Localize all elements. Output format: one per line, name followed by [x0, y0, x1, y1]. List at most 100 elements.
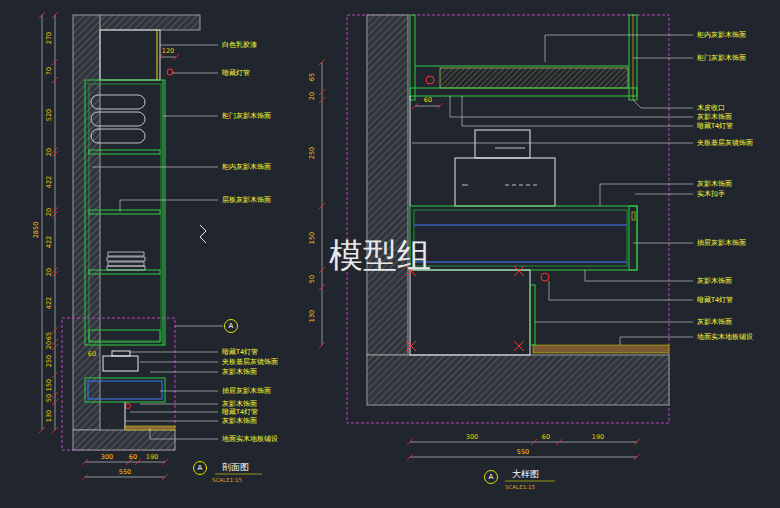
material-callout: 暗藏T4灯管: [222, 409, 258, 416]
dimension-value: 60: [542, 434, 550, 441]
dimension-value: 150: [309, 232, 316, 244]
dimension-value: 20: [46, 208, 53, 216]
leader-line: [633, 58, 693, 59]
dimension-line: [415, 106, 440, 107]
leader-line: [545, 35, 693, 62]
leader-line: [130, 352, 218, 353]
lower-frame: [410, 270, 530, 355]
material-callout: 灰影木饰面: [222, 369, 257, 376]
material-callout: 木皮收口: [697, 105, 725, 112]
leader-line: [635, 194, 693, 195]
title-underline: [505, 481, 555, 482]
dimension-value: 550: [119, 469, 131, 476]
ceiling-box: [100, 30, 160, 80]
dimension-tick: [39, 12, 179, 480]
floor-hatch: [73, 430, 175, 450]
title-underline: [215, 474, 262, 475]
appliance-detail: [462, 148, 537, 185]
drawer-line: [414, 225, 627, 262]
dimension-line: [85, 477, 165, 478]
dimension-value: 2850: [33, 222, 40, 239]
leader-line: [150, 428, 218, 439]
leader-line: [172, 73, 218, 74]
dimension-line: [410, 457, 637, 458]
shelf: [89, 330, 160, 342]
dimension-value: 190: [146, 454, 158, 461]
dimension-value: 65: [46, 332, 53, 340]
material-callout: 白色乳胶漆: [222, 42, 257, 49]
dimension-value: 60: [88, 351, 96, 358]
dimension-value: 120: [162, 48, 174, 55]
leader-line: [140, 404, 218, 405]
wall-hatch: [73, 15, 100, 430]
view-title: 剖面图: [222, 463, 249, 472]
appliance: [455, 158, 555, 206]
dimension-value: 190: [592, 434, 604, 441]
material-callout: 地面实木地板铺设: [222, 436, 278, 443]
shelf: [89, 210, 160, 214]
dimension-value: 550: [517, 449, 529, 456]
towel-stack: [107, 252, 145, 270]
material-callout: 灰影木饰面: [697, 278, 732, 285]
lamp-symbol: [167, 69, 173, 75]
leader-line: [549, 281, 693, 300]
view-title: 大样图: [512, 470, 539, 479]
mirror-back: [410, 96, 411, 206]
material-callout: 柜内灰影木饰面: [222, 164, 271, 171]
handle: [632, 212, 635, 220]
detail-boundary: [62, 318, 175, 450]
dimension-value: 20: [309, 92, 316, 100]
leader-line: [462, 96, 693, 126]
dimension-value: 422: [46, 176, 53, 188]
leader-line: [160, 45, 218, 46]
cabinet-bottom: [410, 88, 637, 96]
dimension-value: 130: [309, 310, 316, 322]
dimension-value: 20: [46, 268, 53, 276]
leader-line: [175, 326, 223, 327]
material-callout: 抽屉灰影木饰面: [222, 388, 271, 395]
dimension-value: 300: [466, 434, 478, 441]
dimension-line: [322, 62, 323, 345]
dimension-line: [410, 442, 637, 443]
section-cross: [406, 266, 524, 351]
material-callout: 柜内灰影木饰面: [697, 32, 746, 39]
drawer-inner: [414, 210, 627, 266]
material-callout: 夹板基层灰镜饰面: [222, 359, 278, 366]
scale-note: SCALE1:15: [212, 478, 242, 484]
dimension-value: 130: [46, 410, 53, 422]
callout-letter: A: [229, 323, 234, 330]
leader-line: [140, 362, 218, 363]
leader-line: [130, 412, 218, 413]
leader-line: [160, 391, 218, 392]
panel: [530, 285, 535, 345]
shelf: [89, 150, 160, 154]
floor-hatch: [367, 355, 669, 405]
material-callout: 实木扣手: [697, 191, 725, 198]
leader-line: [163, 116, 218, 117]
material-callout: 暗藏T4灯管: [697, 123, 733, 130]
light-box: [440, 68, 628, 88]
material-callout: 灰影木饰面: [697, 319, 732, 326]
drawer-inner: [88, 381, 162, 399]
material-callout: 暗藏T4灯管: [222, 349, 258, 356]
scale-note: SCALE1:15: [505, 485, 535, 491]
appliance: [112, 351, 130, 356]
dimension-value: 300: [101, 454, 113, 461]
dimension-value: 60: [129, 454, 137, 461]
material-callout: 层板灰影木饰面: [222, 197, 271, 204]
leader-line: [620, 337, 693, 345]
leader-line: [412, 143, 693, 144]
material-callout: 灰影木饰面: [697, 114, 732, 121]
leader-line: [585, 270, 693, 281]
dimension-tick: [319, 59, 640, 460]
drawer-box: [410, 206, 637, 270]
material-callout: 夹板基层灰镜饰面: [697, 140, 753, 147]
dimension-value: 70: [46, 67, 53, 75]
material-callout: 灰影木饰面: [697, 181, 732, 188]
dimension-line: [160, 57, 176, 58]
callout-letter: A: [489, 474, 494, 481]
ceiling-hatch: [100, 15, 200, 30]
leader-line: [450, 96, 693, 117]
leader-line: [120, 200, 218, 212]
leader-line: [633, 100, 693, 108]
